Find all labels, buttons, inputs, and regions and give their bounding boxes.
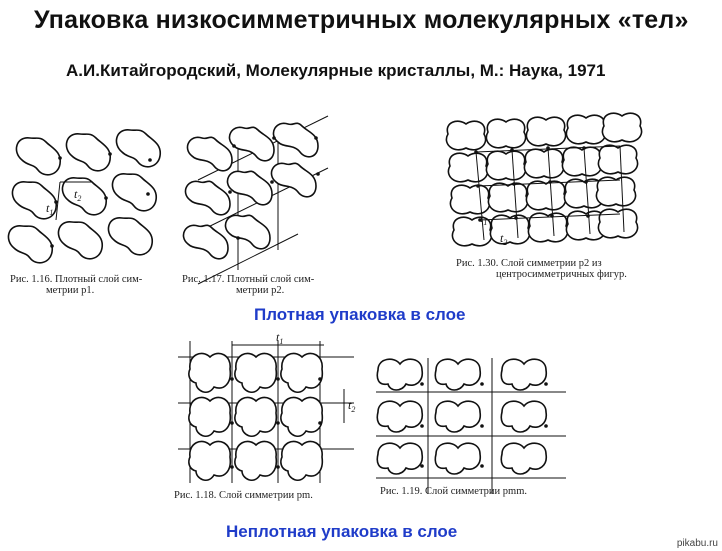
caption-1-17: Рис. 1.17. Плотный слой сим- метрии p2.	[182, 274, 315, 296]
site-watermark: pikabu.ru	[676, 538, 718, 549]
figure-1-16: t1 t2 Рис. 1.16. Плотный слой сим- метри…	[7, 120, 168, 300]
t1-label: t1	[46, 201, 53, 217]
t2-label: t2	[74, 187, 81, 203]
caption-1-30: Рис. 1.30. Слой симметрии p2 из центроси…	[456, 258, 627, 280]
figure-1-30-drawing: t1 t2	[445, 112, 643, 247]
page-title: Упаковка низкосимметричных молекулярных …	[34, 6, 689, 34]
section-dense-packing: Плотная упаковка в слое	[254, 305, 466, 324]
caption-1-19: Рис. 1.19. Слой симметрии pmm.	[380, 486, 527, 497]
t2-label-118: t2	[348, 398, 355, 414]
t2-label-130: t2	[500, 231, 507, 247]
figure-1-18-drawing: t1 t2	[178, 330, 355, 483]
figure-1-17: Рис. 1.17. Плотный слой сим- метрии p2.	[178, 115, 348, 300]
figure-1-17-drawing	[182, 115, 329, 285]
figure-1-19-drawing	[376, 358, 566, 494]
caption-1-18: Рис. 1.18. Слой симметрии pm.	[174, 490, 313, 501]
source-reference: А.И.Китайгородский, Молекулярные кристал…	[66, 61, 606, 80]
figure-1-16-drawing: t1 t2	[7, 129, 162, 264]
section-loose-packing: Неплотная упаковка в слое	[226, 522, 458, 541]
t1-label-130: t1	[480, 211, 487, 227]
figure-1-19: Рис. 1.19. Слой симметрии pmm.	[370, 346, 570, 506]
caption-1-16: Рис. 1.16. Плотный слой сим- метрии p1.	[10, 274, 143, 296]
t1-label-118: t1	[276, 330, 283, 346]
figure-1-18: t1 t2 Рис. 1.18. Слой симметрии pm.	[168, 330, 368, 503]
figure-1-30: t1 t2 Рис. 1.30. Слой симметрии p2 из це…	[444, 112, 644, 288]
